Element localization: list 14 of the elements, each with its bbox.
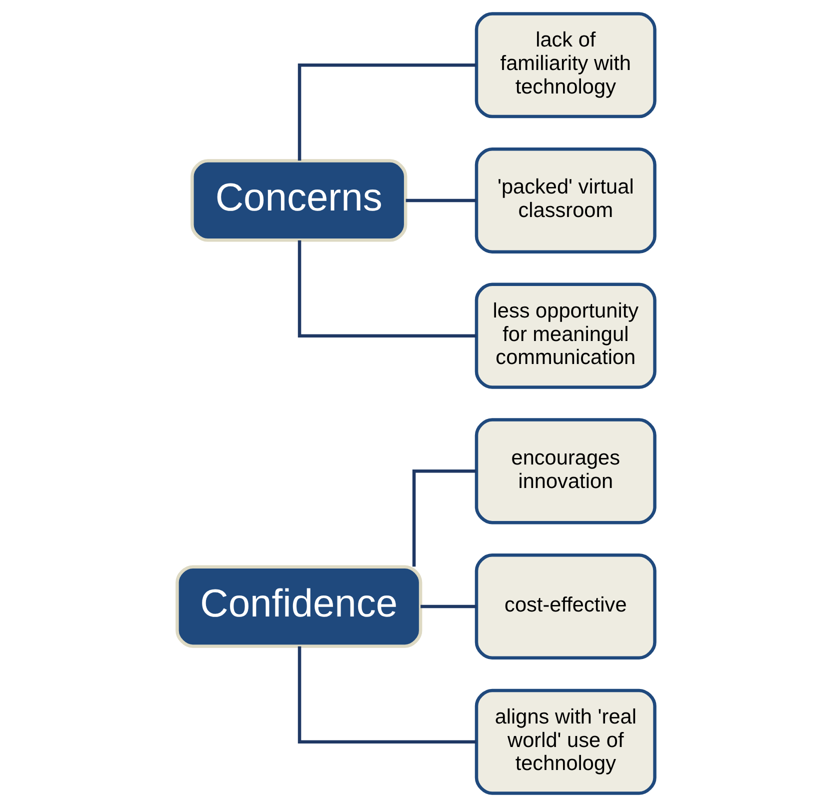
- connector: [406, 198, 476, 202]
- node-box: aligns with 'real world' use of technology: [474, 688, 656, 795]
- connector: [298, 240, 476, 338]
- node-box: encourages innovation: [474, 418, 656, 524]
- connector: [412, 470, 476, 567]
- node-box: Confidence: [176, 565, 422, 648]
- node-box: less opportunity for meaningul communication: [474, 282, 656, 389]
- connector: [298, 646, 476, 744]
- node-box: lack of familiarity with technology: [474, 12, 656, 118]
- node-box: cost-effective: [474, 553, 656, 660]
- connector: [298, 64, 476, 161]
- node-box: 'packed' virtual classroom: [474, 147, 656, 254]
- connector: [420, 604, 476, 608]
- node-box: Concerns: [190, 159, 408, 242]
